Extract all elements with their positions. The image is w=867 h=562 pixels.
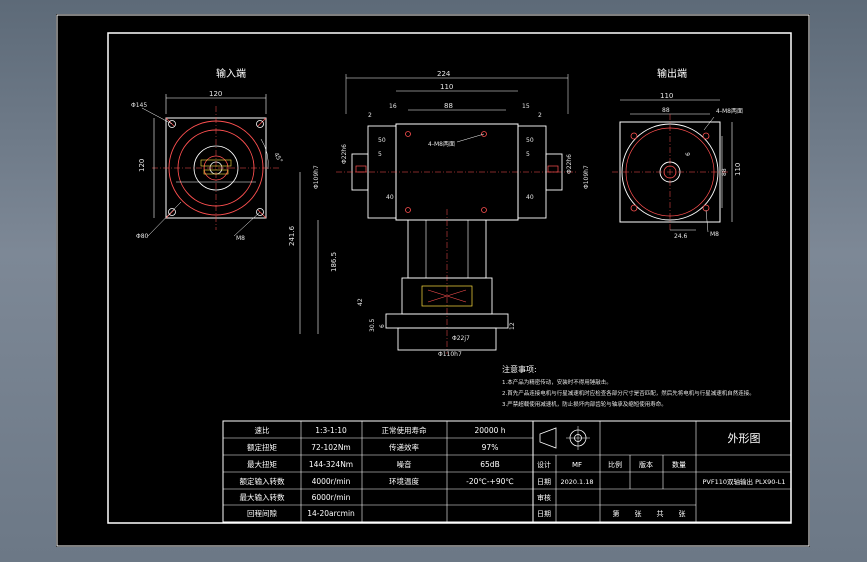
spec-r5-c0: 回程间隙 [247, 509, 277, 518]
spec-r2-c3: 65dB [480, 460, 499, 469]
right-key-length: 5 [526, 151, 530, 158]
sheet-label-2: 张 [635, 509, 642, 518]
spec-r5-c1: 14-20arcmin [307, 509, 355, 518]
front-view: 224 110 88 16 15 2 2 4-M8两面 50 5 40 Φ22h… [288, 70, 590, 358]
front-dim-edge-left: 2 [368, 112, 372, 119]
spec-r4-c1: 6000r/min [312, 493, 351, 502]
outer-frame [56, 14, 810, 547]
date-value: 2020.1.18 [560, 478, 593, 486]
notes-block: 注意事项: 1.本产品为精密传动，安装时不得用锤敲击。 2.首先产品连接电机与行… [502, 364, 755, 408]
input-end-view: 输入端 120 120 Φ145 Φ80 M8 45 [131, 67, 284, 242]
output-dim-pcd-v: 88 [721, 168, 728, 176]
front-dim-total: 224 [437, 70, 451, 78]
spec-table: 速比 1:3-1:10 正常使用寿命 20000 h 额定扭矩 72-102Nm… [222, 420, 534, 523]
output-thread-note: 4-M8两面 [716, 108, 743, 115]
dim-height-6: 6 [379, 324, 386, 328]
drawing-title: 外形图 [728, 432, 761, 445]
spec-r0-c1: 1:3-1:10 [315, 426, 347, 435]
spec-r2-c1: 144-324Nm [309, 460, 353, 469]
dim-height-30: 30.5 [369, 318, 376, 332]
review-label: 审核 [537, 493, 551, 502]
qty-label: 数量 [672, 460, 686, 469]
date-label: 日期 [537, 478, 551, 486]
input-dim-height: 120 [138, 159, 146, 172]
note-line-3: 3.严禁超载使用减速机，防止损坏内部齿轮与轴承及缩短使用寿命。 [502, 400, 667, 408]
motor-flange [397, 327, 497, 351]
date2-label: 日期 [537, 510, 551, 518]
spec-r2-c0: 最大扭矩 [247, 459, 277, 469]
dim-height-total: 241.6 [288, 225, 296, 246]
note-line-2: 2.首先产品连接电机与行星减速机时应检查各部分尺寸是否匹配，然后先将电机与行星减… [502, 389, 755, 397]
spec-r1-c3: 97% [482, 443, 499, 452]
output-end-view: 输出端 110 88 4-M8两面 110 88 6 24.6 M8 [612, 67, 743, 240]
right-shaft-dia: Φ22h6 [566, 154, 573, 174]
left-shaft-dia: Φ22h6 [341, 144, 348, 164]
version-label: 版本 [639, 460, 653, 469]
dim-height-12: 12 [509, 322, 516, 330]
front-dim-holes: 88 [444, 102, 453, 110]
spec-r0-c0: 速比 [255, 425, 270, 435]
input-dim-angle: 45° [272, 152, 283, 165]
spec-r0-c2: 正常使用寿命 [382, 425, 427, 435]
left-shaft-length: 40 [386, 194, 394, 201]
left-bore: Φ109h7 [313, 165, 320, 189]
sheet-label-1: 第 [613, 509, 620, 518]
output-dim-pcd: 88 [662, 107, 670, 114]
input-dim-center: Φ80 [136, 233, 149, 240]
input-dim-bolt: M8 [236, 235, 245, 242]
spec-r3-c2: 环境温度 [389, 476, 419, 486]
spec-r1-c0: 额定扭矩 [247, 442, 277, 452]
spec-r1-c2: 传递效率 [389, 442, 419, 452]
spec-r3-c0: 额定输入转数 [240, 476, 285, 486]
sheet-label-3: 共 [657, 509, 664, 518]
title-block: 外形图 设计 MF 比例 版本 数量 PVF110双轴输出 PLX90-L1 日… [532, 420, 792, 523]
input-dim-width: 120 [209, 90, 222, 98]
design-label: 设计 [537, 460, 551, 469]
right-shaft-length: 40 [526, 194, 534, 201]
spec-r4-c0: 最大输入转数 [240, 492, 285, 502]
notes-title: 注意事项: [502, 364, 537, 374]
scale-label: 比例 [608, 460, 622, 469]
output-dim-offset: 24.6 [674, 233, 688, 240]
front-dim-body: 110 [440, 83, 453, 91]
output-dim-bolt: M8 [710, 231, 719, 238]
bottom-pilot: Φ22j7 [452, 335, 470, 342]
output-dim-height: 110 [734, 163, 742, 176]
output-end-title: 输出端 [657, 67, 687, 80]
input-end-title: 输入端 [216, 67, 246, 80]
dim-height-mid: 186.5 [330, 252, 338, 272]
bottom-flange: Φ110h7 [438, 351, 462, 358]
spec-r0-c3: 20000 h [475, 426, 506, 435]
input-dim-pcd: Φ145 [131, 102, 147, 109]
front-dim-flange-right: 15 [522, 103, 530, 110]
spec-r3-c1: 4000r/min [312, 477, 351, 486]
spec-r2-c2: 噪音 [397, 459, 412, 469]
designer-value: MF [572, 461, 582, 469]
model-value: PVF110双轴输出 PLX90-L1 [703, 477, 786, 486]
drawing-sheet: 输入端 120 120 Φ145 Φ80 M8 45 [56, 14, 810, 547]
right-bore: Φ109h7 [583, 165, 590, 189]
front-thread-note: 4-M8两面 [428, 141, 455, 148]
right-key-width: 50 [526, 137, 534, 144]
left-key-length: 5 [378, 151, 382, 158]
dim-height-42: 42 [357, 298, 364, 306]
output-dim-width: 110 [660, 92, 673, 100]
projection-symbol-icon [539, 426, 590, 450]
note-line-1: 1.本产品为精密传动，安装时不得用锤敲击。 [502, 378, 612, 386]
front-dim-flange-left: 16 [389, 103, 397, 110]
output-dim-key: 6 [685, 152, 692, 156]
left-key-width: 50 [378, 137, 386, 144]
cad-drawing: 输入端 120 120 Φ145 Φ80 M8 45 [56, 14, 810, 547]
spec-r1-c1: 72-102Nm [311, 443, 350, 452]
sheet-label-4: 张 [679, 509, 686, 518]
spec-r3-c3: -20℃-+90℃ [466, 477, 514, 486]
front-dim-edge-right: 2 [538, 112, 542, 119]
inner-frame [107, 32, 792, 524]
